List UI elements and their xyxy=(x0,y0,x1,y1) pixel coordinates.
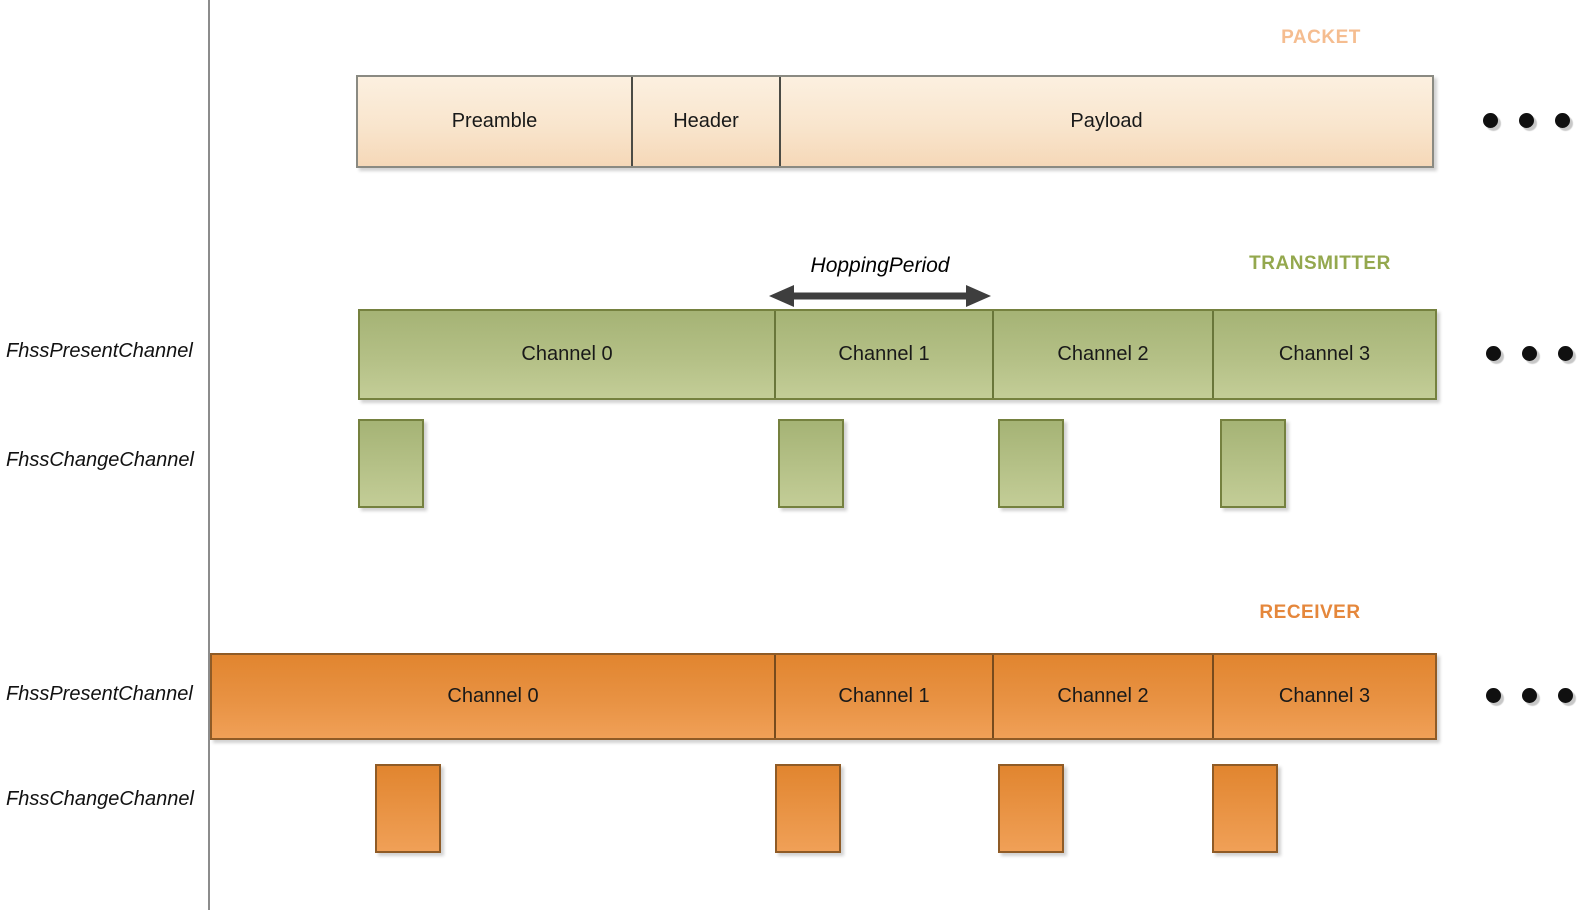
transmitter-change-pulse xyxy=(358,419,424,508)
ellipsis-dot-icon xyxy=(1486,346,1501,361)
transmitter-ellipsis-dots xyxy=(1486,346,1573,361)
receiver-channel-bar: Channel 0 Channel 1 Channel 2 Channel 3 xyxy=(210,653,1437,740)
packet-segment-header: Header xyxy=(631,77,779,166)
receiver-channel-1: Channel 1 xyxy=(774,655,992,738)
ellipsis-dot-icon xyxy=(1483,113,1498,128)
time-axis-line xyxy=(208,0,210,910)
receiver-channel-3: Channel 3 xyxy=(1212,655,1435,738)
hopping-period-label: HoppingPeriod xyxy=(810,254,950,277)
transmitter-channel-3-label: Channel 3 xyxy=(1278,343,1371,365)
ellipsis-dot-icon xyxy=(1486,688,1501,703)
receiver-change-pulse xyxy=(375,764,441,853)
receiver-change-pulse xyxy=(998,764,1064,853)
hopping-period-arrow xyxy=(768,281,992,311)
packet-ellipsis-dots xyxy=(1483,113,1570,128)
transmitter-change-pulse xyxy=(998,419,1064,508)
receiver-channel-3-label: Channel 3 xyxy=(1278,685,1371,707)
transmitter-channel-bar: Channel 0 Channel 1 Channel 2 Channel 3 xyxy=(358,309,1437,400)
packet-segment-preamble: Preamble xyxy=(358,77,631,166)
transmitter-channel-1-label: Channel 1 xyxy=(838,343,930,365)
packet-segment-preamble-label: Preamble xyxy=(451,110,538,132)
ellipsis-dot-icon xyxy=(1555,113,1570,128)
receiver-section-title: RECEIVER xyxy=(1259,602,1361,623)
ellipsis-dot-icon xyxy=(1522,688,1537,703)
receiver-ellipsis-dots xyxy=(1486,688,1573,703)
receiver-present-channel-label: FhssPresentChannel xyxy=(6,683,193,705)
receiver-channel-1-label: Channel 1 xyxy=(838,685,930,707)
double-arrow-icon xyxy=(769,285,991,307)
receiver-change-pulse xyxy=(1212,764,1278,853)
packet-segment-payload: Payload xyxy=(779,77,1432,166)
packet-segment-header-label: Header xyxy=(673,110,739,132)
transmitter-channel-2: Channel 2 xyxy=(992,311,1212,398)
ellipsis-dot-icon xyxy=(1558,688,1573,703)
ellipsis-dot-icon xyxy=(1558,346,1573,361)
receiver-channel-2-label: Channel 2 xyxy=(1057,685,1149,707)
transmitter-change-channel-label: FhssChangeChannel xyxy=(6,449,194,471)
receiver-channel-2: Channel 2 xyxy=(992,655,1212,738)
packet-bar: Preamble Header Payload xyxy=(356,75,1434,168)
transmitter-change-pulse xyxy=(778,419,844,508)
transmitter-section-title: TRANSMITTER xyxy=(1249,253,1391,274)
receiver-channel-0: Channel 0 xyxy=(212,655,774,738)
transmitter-channel-3: Channel 3 xyxy=(1212,311,1435,398)
receiver-change-channel-label: FhssChangeChannel xyxy=(6,788,194,810)
transmitter-channel-1: Channel 1 xyxy=(774,311,992,398)
ellipsis-dot-icon xyxy=(1519,113,1534,128)
packet-section-title: PACKET xyxy=(1281,27,1361,48)
receiver-channel-0-label: Channel 0 xyxy=(447,685,539,707)
ellipsis-dot-icon xyxy=(1522,346,1537,361)
transmitter-channel-0-label: Channel 0 xyxy=(521,343,613,365)
packet-segment-payload-label: Payload xyxy=(1070,110,1143,132)
transmitter-present-channel-label: FhssPresentChannel xyxy=(6,340,193,362)
receiver-change-pulse xyxy=(775,764,841,853)
transmitter-channel-2-label: Channel 2 xyxy=(1057,343,1149,365)
transmitter-change-pulse xyxy=(1220,419,1286,508)
transmitter-channel-0: Channel 0 xyxy=(360,311,774,398)
